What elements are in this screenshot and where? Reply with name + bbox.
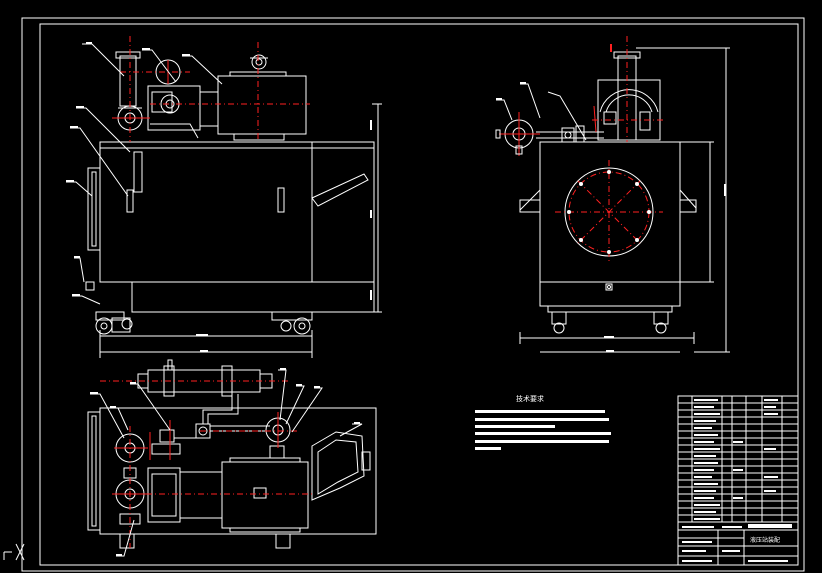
- sheet-border: [21, 17, 805, 572]
- drawing-title: 液压站装配: [750, 536, 780, 544]
- side-view: [495, 36, 730, 353]
- motor-top: [221, 461, 309, 529]
- tech-requirements-text-lines: [475, 410, 611, 450]
- front-casters: [95, 311, 313, 335]
- pump-unit: [147, 85, 201, 131]
- top-view: [87, 359, 377, 557]
- front-view: [66, 36, 382, 358]
- base-frame: [131, 281, 375, 313]
- parts-list-rows: [678, 402, 798, 523]
- oil-level-gauge: [133, 151, 143, 193]
- title-block: 液压站装配: [677, 395, 799, 566]
- technical-requirements: 技术要求: [475, 394, 611, 450]
- tank-top-outline: [99, 407, 377, 535]
- suction-pipe: [119, 55, 137, 107]
- tech-requirements-heading: 技术要求: [516, 394, 544, 403]
- electric-motor: [217, 75, 307, 135]
- ucs-icon: [3, 543, 25, 561]
